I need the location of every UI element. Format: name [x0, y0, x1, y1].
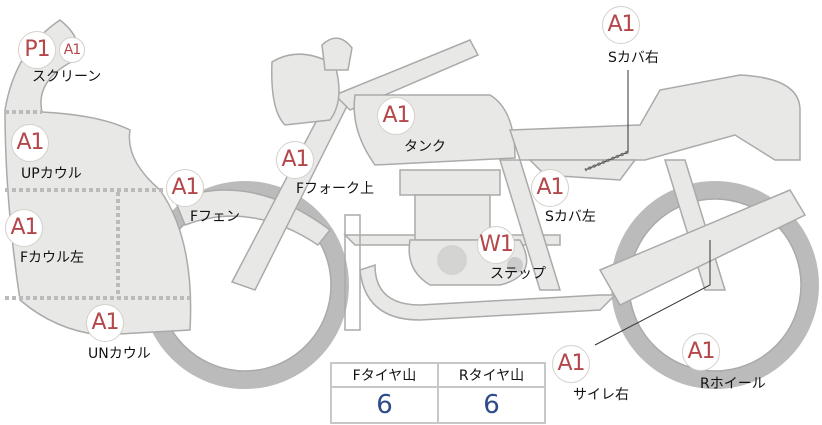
up-cowl-label: UPカウル	[21, 166, 82, 182]
tank-grade-badge: A1	[377, 97, 415, 135]
cowl-shape	[4, 19, 192, 336]
s-cover-left-grade-badge: A1	[531, 169, 569, 207]
tire-tread-table: Fタイヤ山 Rタイヤ山 6 6	[330, 362, 546, 424]
silencer-right-label: サイレ右	[573, 387, 629, 403]
up-cowl-grade-badge: A1	[11, 124, 49, 162]
front-fender-shape	[174, 189, 332, 247]
f-fork-upper-grade-badge: A1	[276, 141, 314, 179]
f-cowl-left-label: Fカウル左	[20, 250, 85, 266]
silencer-shape	[598, 189, 807, 306]
f-fender-label: Fフェン	[190, 209, 241, 225]
s-cover-right-label: Sカバ右	[608, 50, 659, 66]
r-wheel-label: Rホイール	[700, 376, 766, 392]
f-fender-grade-badge: A1	[166, 169, 204, 207]
f-cowl-left-grade-badge: A1	[5, 209, 43, 247]
un-cowl-grade-badge: A1	[86, 304, 124, 342]
engine-shape	[399, 169, 501, 196]
step-label: ステップ	[490, 266, 546, 282]
f-fork-upper-label: Fフォーク上	[296, 181, 375, 197]
un-cowl-label: UNカウル	[88, 346, 151, 362]
s-cover-right-grade-badge: A1	[602, 6, 640, 44]
s-cover-left-label: Sカバ左	[545, 209, 596, 225]
step-grade-badge: W1	[477, 226, 515, 264]
r-tire-header: Rタイヤ山	[437, 362, 546, 388]
screen-extra-grade-badge: A1	[59, 37, 85, 63]
screen-grade-badge: P1	[18, 31, 56, 69]
r-tire-value: 6	[437, 386, 546, 424]
f-tire-value: 6	[330, 386, 439, 424]
seat-shape	[508, 74, 801, 161]
silencer-right-grade-badge: A1	[552, 345, 590, 383]
tank-label: タンク	[404, 139, 446, 155]
r-wheel-grade-badge: A1	[682, 333, 720, 371]
f-tire-header: Fタイヤ山	[330, 362, 439, 388]
screen-label: スクリーン	[32, 69, 102, 85]
